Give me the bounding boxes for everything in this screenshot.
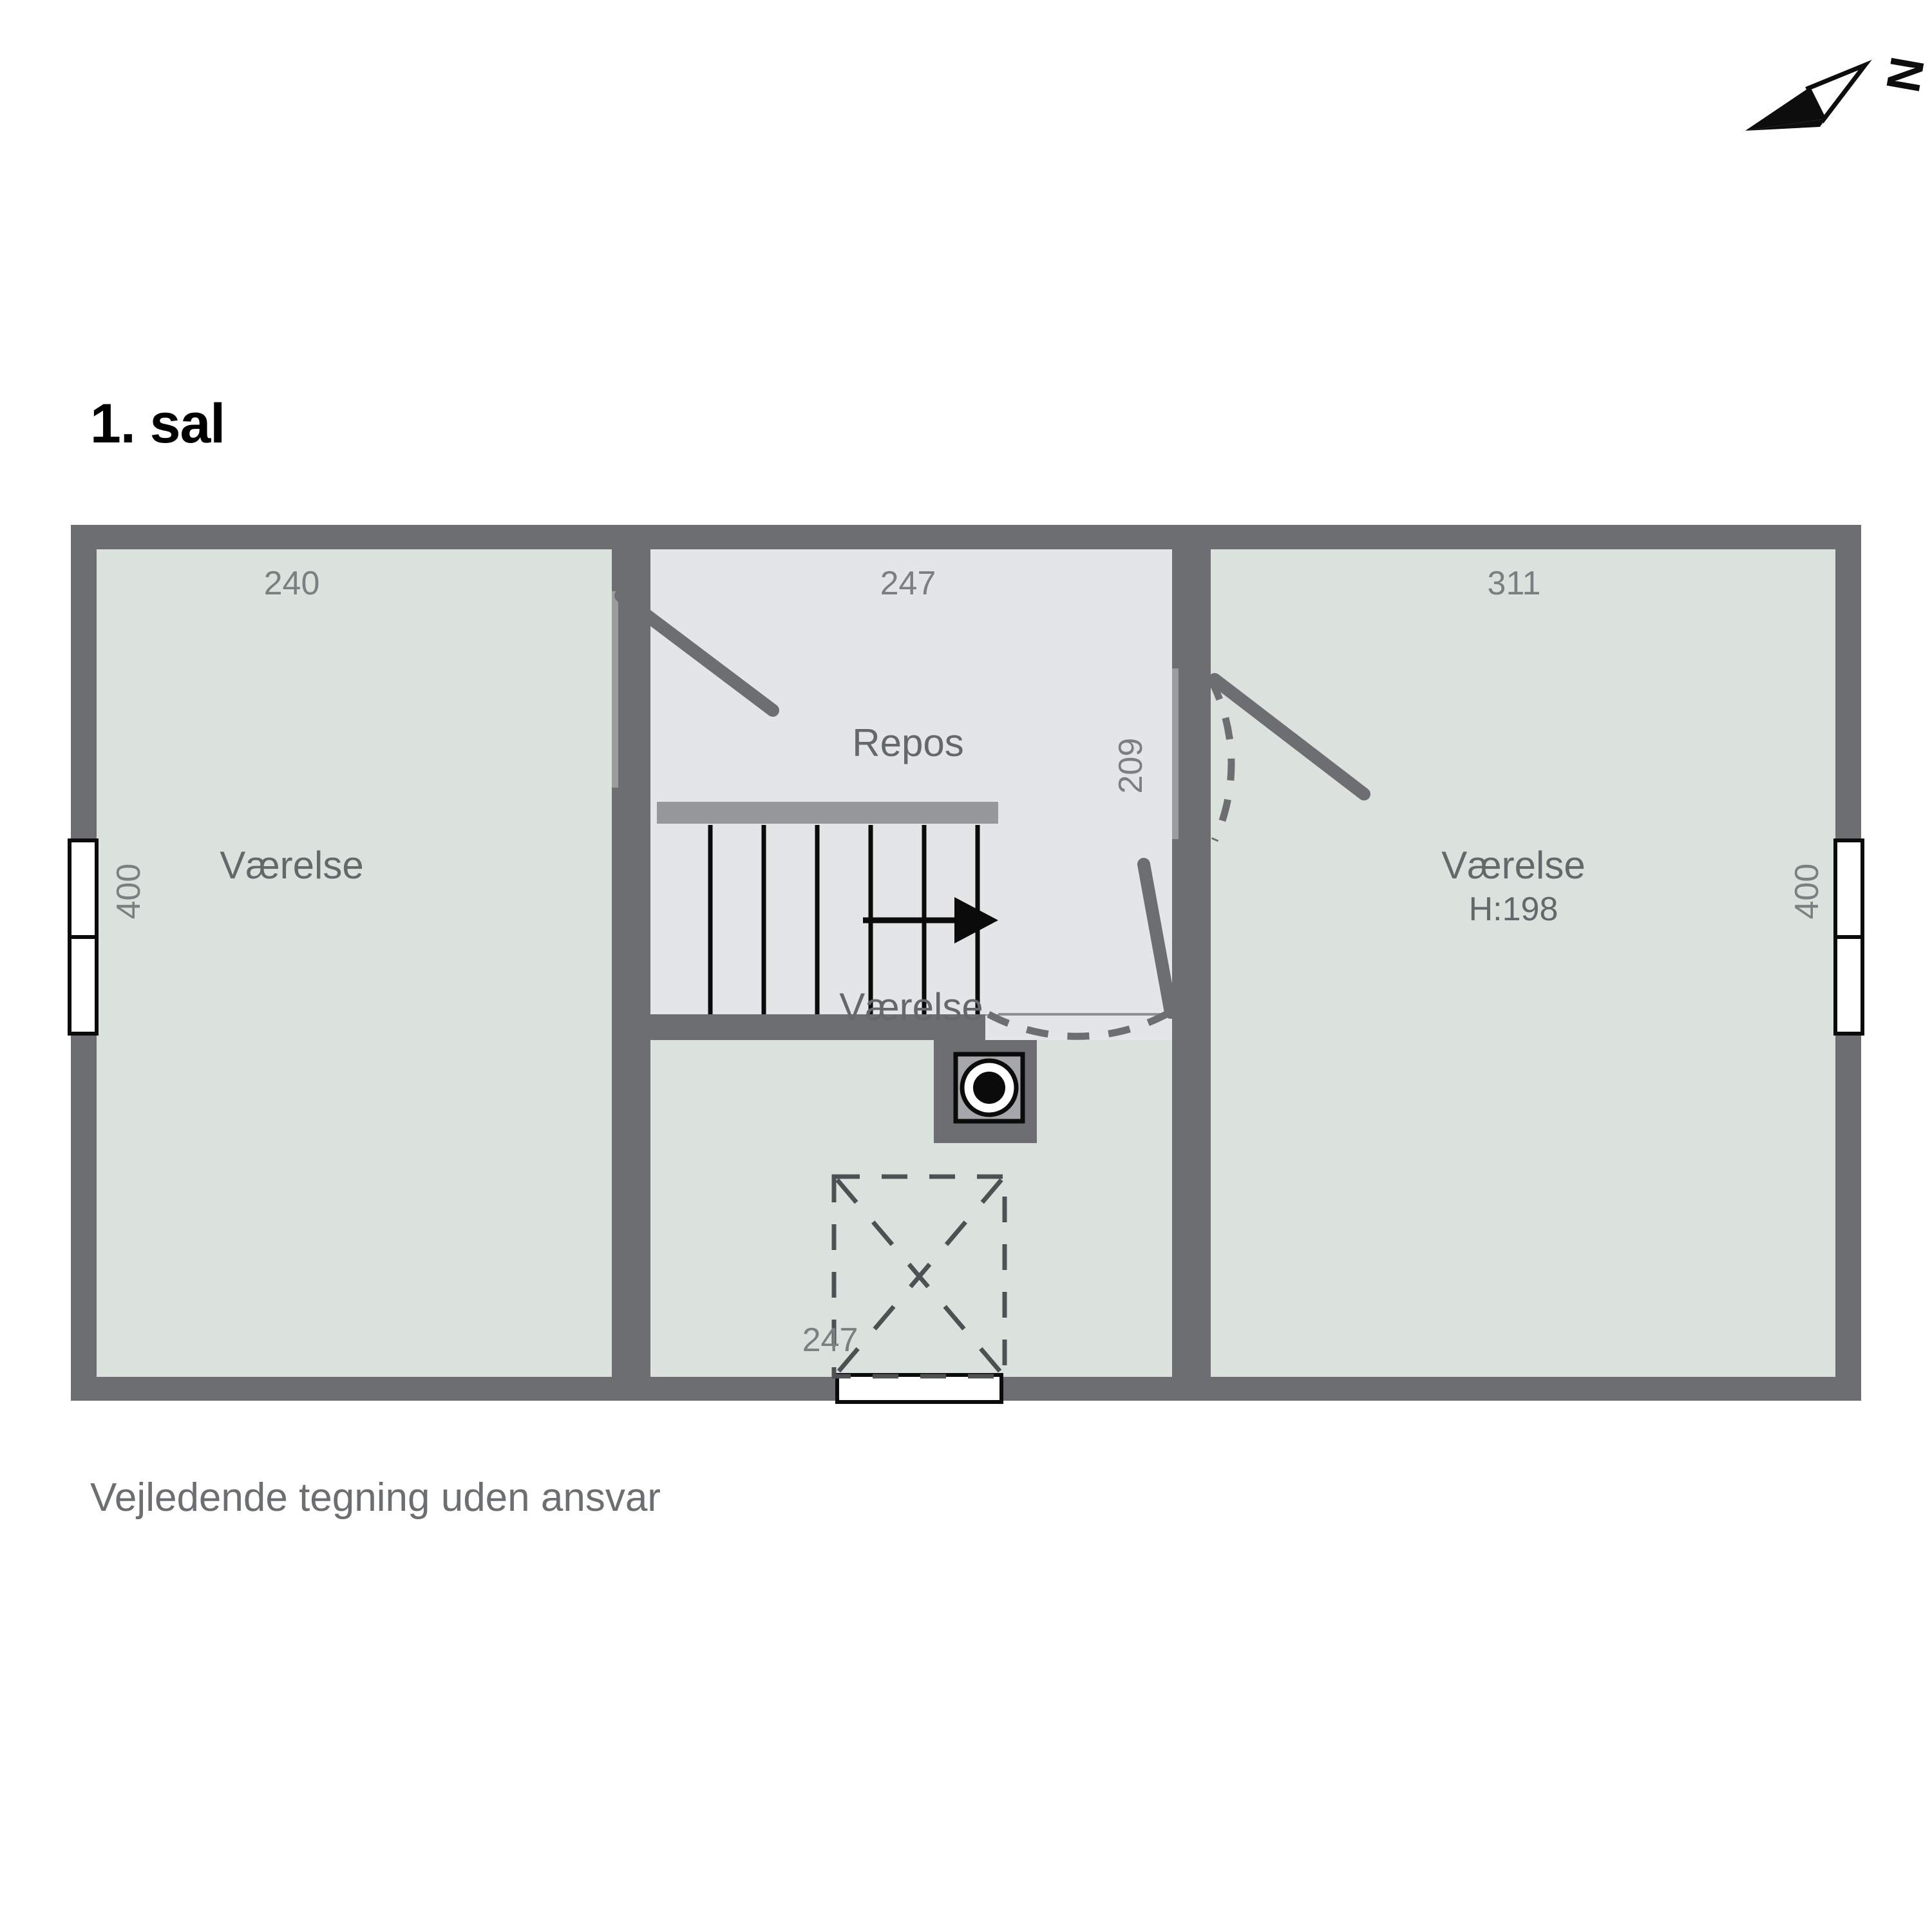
north-arrow: N — [1739, 35, 1932, 164]
floor-plan-drawing — [68, 525, 1864, 1404]
room-name-left: Værelse — [220, 844, 364, 887]
disclaimer-note: Vejledende tegning uden ansvar — [90, 1475, 661, 1520]
door-jamb-left — [612, 591, 618, 788]
door-jamb-right — [1172, 668, 1179, 839]
door-left-landing — [614, 589, 779, 788]
room-name-landing: Repos — [852, 721, 964, 764]
stair-well — [650, 802, 998, 1014]
window-right-exterior — [1833, 838, 1864, 1036]
dim-left-room-side: 400 — [109, 863, 147, 920]
room-height-right: H:198 — [1468, 891, 1558, 928]
dim-right-room-top: 311 — [1487, 565, 1541, 602]
north-arrow-icon: N — [1745, 53, 1932, 131]
svg-text:N: N — [1876, 53, 1932, 96]
wall-left-landing-top — [612, 549, 650, 591]
dim-left-room-top: 240 — [263, 565, 320, 602]
room-name-middle-bottom: Værelse — [839, 985, 983, 1028]
chimney-flue-icon — [934, 1040, 1037, 1143]
door-right-room — [1208, 673, 1370, 842]
stair-direction-arrow — [863, 897, 998, 943]
floor-plan: 240 Værelse 400 247 Repos 209 311 Værels… — [68, 525, 1864, 1404]
room-fill-left — [97, 549, 612, 1377]
room-fill-middle-bottom — [650, 1040, 1172, 1377]
room-name-right: Værelse — [1441, 844, 1586, 887]
dormer-bottom-middle — [831, 1174, 1007, 1379]
room-fill-right — [1211, 549, 1835, 1377]
door-landing-bottom — [987, 858, 1177, 1040]
wall-right-bottom — [1172, 839, 1211, 1377]
wall-left-landing-bottom — [612, 788, 650, 1377]
wall-right-top — [1172, 549, 1211, 668]
dim-right-room-side: 400 — [1788, 863, 1826, 920]
page-title: 1. sal — [90, 393, 225, 455]
dim-middle-bottom: 247 — [802, 1321, 858, 1359]
door-threshold-line — [985, 1013, 1172, 1016]
window-bottom-middle — [835, 1373, 1003, 1404]
dim-landing-top: 247 — [880, 565, 936, 602]
stair-top-band — [657, 802, 998, 824]
dim-landing-side: 209 — [1112, 737, 1150, 794]
window-left-exterior — [68, 838, 99, 1036]
